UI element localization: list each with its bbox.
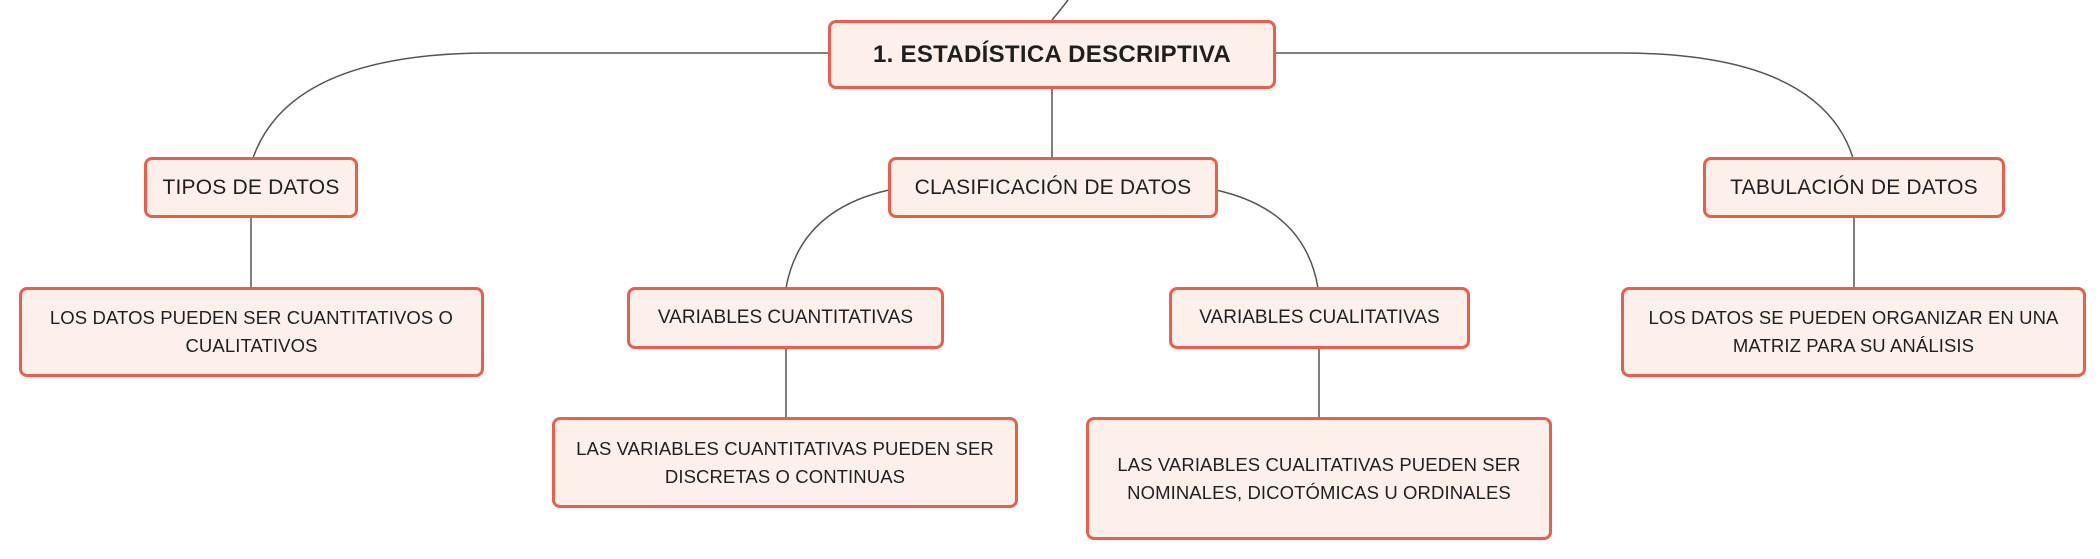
node-clasificacion-de-datos-label: CLASIFICACIÓN DE DATOS: [914, 175, 1192, 199]
node-variables-cualitativas[interactable]: VARIABLES CUALITATIVAS: [1169, 287, 1470, 349]
connector-clasificacion-cuant: [785, 189, 890, 289]
node-tabulacion-detail[interactable]: LOS DATOS SE PUEDEN ORGANIZAR EN UNA MAT…: [1621, 287, 2086, 377]
node-tabulacion-detail-label: LOS DATOS SE PUEDEN ORGANIZAR EN UNA MAT…: [1648, 307, 2059, 356]
node-tipos-detail-label: LOS DATOS PUEDEN SER CUANTITATIVOS O CUA…: [49, 307, 454, 356]
connector-root-tipos: [252, 52, 828, 159]
connector-root-parent: [1051, 0, 1069, 21]
node-variables-cuantitativas-detail-label: LAS VARIABLES CUANTITATIVAS PUEDEN SER D…: [576, 437, 994, 487]
node-variables-cuantitativas[interactable]: VARIABLES CUANTITATIVAS: [627, 287, 944, 349]
node-tipos-detail[interactable]: LOS DATOS PUEDEN SER CUANTITATIVOS O CUA…: [19, 287, 484, 377]
root-node[interactable]: 1. ESTADÍSTICA DESCRIPTIVA: [828, 20, 1276, 89]
node-variables-cuantitativas-detail[interactable]: LAS VARIABLES CUANTITATIVAS PUEDEN SER D…: [552, 417, 1018, 508]
node-tipos-de-datos-label: TIPOS DE DATOS: [162, 175, 340, 199]
connector-root-tabulacion: [1276, 52, 1854, 159]
node-tipos-de-datos[interactable]: TIPOS DE DATOS: [144, 157, 358, 218]
root-node-label: 1. ESTADÍSTICA DESCRIPTIVA: [872, 40, 1232, 68]
node-tabulacion-de-datos[interactable]: TABULACIÓN DE DATOS: [1703, 157, 2005, 218]
node-clasificacion-de-datos[interactable]: CLASIFICACIÓN DE DATOS: [888, 157, 1218, 218]
node-tabulacion-de-datos-label: TABULACIÓN DE DATOS: [1730, 175, 1978, 199]
node-variables-cualitativas-detail-label: LAS VARIABLES CUALITATIVAS PUEDEN SER NO…: [1117, 453, 1521, 503]
node-variables-cualitativas-label: VARIABLES CUALITATIVAS: [1199, 307, 1440, 328]
node-variables-cuantitativas-label: VARIABLES CUANTITATIVAS: [657, 307, 914, 328]
connector-clasificacion-cual: [1215, 189, 1319, 289]
node-variables-cualitativas-detail[interactable]: LAS VARIABLES CUALITATIVAS PUEDEN SER NO…: [1086, 417, 1552, 540]
